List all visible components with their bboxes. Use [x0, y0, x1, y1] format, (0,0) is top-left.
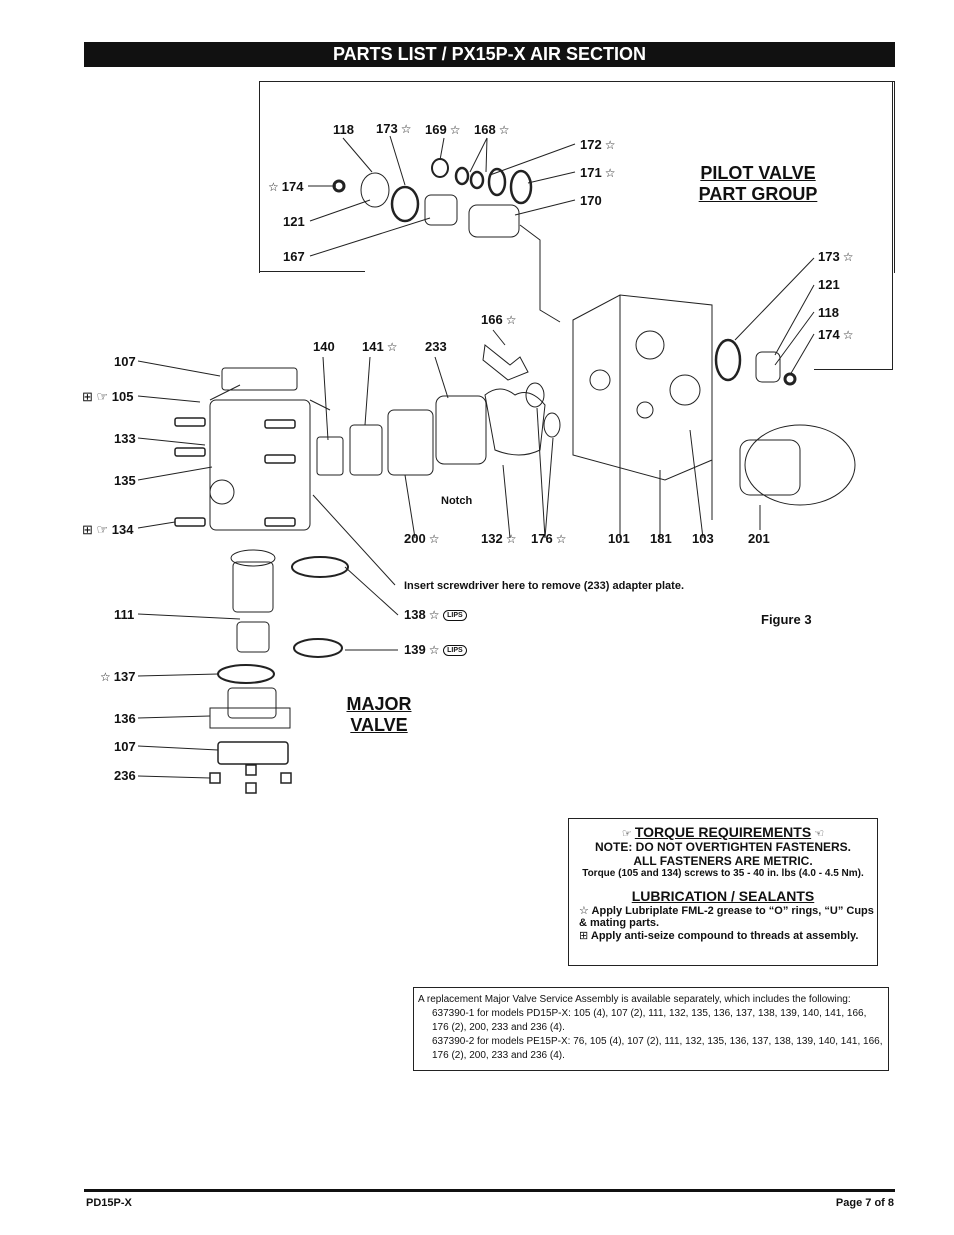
- pilot-valve-group-title: PILOT VALVE PART GROUP: [694, 163, 822, 205]
- callout-171: 171☆: [580, 165, 616, 180]
- pilot-valve-frame: [259, 81, 895, 273]
- callout-168: 168☆: [474, 122, 510, 137]
- callout-166: 166☆: [481, 312, 517, 327]
- torque-note-3: Torque (105 and 134) screws to 35 - 40 i…: [582, 868, 864, 879]
- callout-141: 141☆: [362, 339, 398, 354]
- callout-173: 173☆: [376, 121, 412, 136]
- callout-139: 139☆ LIPS: [404, 642, 467, 657]
- footer-page-number: Page 7 of 8: [835, 1197, 894, 1209]
- callout-137: ☆137: [100, 669, 136, 684]
- callout-172: 172☆: [580, 137, 616, 152]
- torque-heading-row: ☞ TORQUE REQUIREMENTS ☜: [621, 824, 825, 840]
- major-valve-title: MAJOR VALVE: [338, 694, 420, 736]
- callout-176: 176☆: [531, 531, 567, 546]
- callout-121-right: 121: [818, 277, 840, 292]
- callout-167: 167: [283, 249, 305, 264]
- lubrication-heading: LUBRICATION / SEALANTS: [631, 888, 815, 904]
- callout-173-right: 173☆: [818, 249, 854, 264]
- callout-236: 236: [114, 768, 136, 783]
- callout-111: 111: [114, 607, 135, 622]
- footer-model: PD15P-X: [86, 1197, 132, 1209]
- callout-200: 200☆: [404, 531, 440, 546]
- lubrication-row-1: ☆ Apply Lubriplate FML-2 grease to “O” r…: [579, 905, 874, 929]
- torque-lubrication-box: ☞ TORQUE REQUIREMENTS ☜ NOTE: DO NOT OVE…: [568, 818, 878, 966]
- callout-121: 121: [283, 214, 305, 229]
- pilot-title-line2: PART GROUP: [698, 184, 818, 204]
- callout-136: 136: [114, 711, 136, 726]
- torque-note-1: NOTE: DO NOT OVERTIGHTEN FASTENERS.: [594, 840, 851, 854]
- page-title: PARTS LIST / PX15P-X AIR SECTION: [84, 42, 895, 67]
- screwdriver-note: Insert screwdriver here to remove (233) …: [404, 580, 685, 592]
- figure-label: Figure 3: [761, 612, 812, 627]
- callout-138: 138☆ LIPS: [404, 607, 467, 622]
- frame-segment: [814, 369, 893, 370]
- callout-201: 201: [748, 531, 770, 546]
- major-title-line2: VALVE: [350, 715, 408, 735]
- callout-170: 170: [580, 193, 602, 208]
- notch-label: Notch: [441, 495, 473, 507]
- service-item-2: 637390-2 for models PE15P-X: 76, 105 (4)…: [432, 1036, 883, 1061]
- callout-118-right: 118: [818, 305, 839, 320]
- lubrication-row-2: ⊞ Apply anti-seize compound to threads a…: [579, 930, 859, 942]
- callout-233: 233: [425, 339, 447, 354]
- service-intro: A replacement Major Valve Service Assemb…: [418, 994, 851, 1005]
- torque-note-2: ALL FASTENERS ARE METRIC.: [633, 854, 813, 868]
- callout-174: ☆174: [268, 179, 304, 194]
- callout-174-right: 174☆: [818, 327, 854, 342]
- callout-118: 118: [333, 122, 354, 137]
- callout-103: 103: [692, 531, 714, 546]
- callout-169: 169☆: [425, 122, 461, 137]
- major-title-line1: MAJOR: [346, 694, 412, 714]
- callout-132: 132☆: [481, 531, 517, 546]
- callout-133: 133: [114, 431, 136, 446]
- callout-107: 107: [114, 354, 136, 369]
- callout-105: ⊞ ☞ 105: [82, 389, 134, 404]
- service-item-1: 637390-1 for models PD15P-X: 105 (4), 10…: [432, 1008, 867, 1033]
- frame-segment: [892, 81, 893, 369]
- footer-rule: [84, 1189, 895, 1192]
- pilot-title-line1: PILOT VALVE: [700, 163, 816, 183]
- frame-segment: [259, 271, 365, 272]
- torque-heading: TORQUE REQUIREMENTS: [634, 824, 812, 840]
- service-assembly-box: A replacement Major Valve Service Assemb…: [413, 987, 889, 1071]
- callout-101: 101: [608, 531, 630, 546]
- callout-181: 181: [650, 531, 672, 546]
- callout-134: ⊞ ☞ 134: [82, 522, 134, 537]
- callout-140: 140: [313, 339, 335, 354]
- callout-107-bottom: 107: [114, 739, 136, 754]
- callout-135: 135: [114, 473, 136, 488]
